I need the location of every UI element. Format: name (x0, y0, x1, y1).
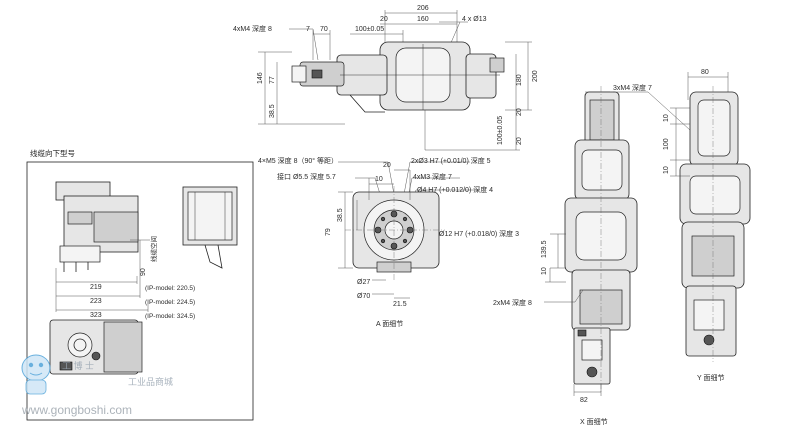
cable-dim-323: 323 (90, 312, 102, 319)
watermark-mascot-text: 工 博 士 (62, 360, 94, 371)
a-dim-20: 20 (383, 162, 391, 169)
a-callout-m3: 4xM3 深度 7 (413, 172, 452, 181)
watermark-url: www.gongboshi.com (21, 403, 132, 417)
top-dim-20b: 20 (516, 108, 523, 116)
watermark-brand: 工业品商城 (128, 376, 173, 387)
cable-model-3: (IP-model: 324.5) (145, 313, 195, 320)
top-dim-180: 180 (516, 74, 523, 86)
x-dim-1395: 139.5 (541, 240, 548, 258)
x-dim-10: 10 (541, 267, 548, 275)
top-dim-100b: 100±0.05 (497, 116, 504, 145)
x-dim-82: 82 (580, 397, 588, 404)
cable-model-2: (IP-model: 224.5) (145, 299, 195, 306)
watermark: 工 博 士 工业品商城 www.gongboshi.com (21, 354, 173, 417)
a-callout-d3: 2xØ3 H7 (+0.01/0) 深度 5 (411, 156, 491, 165)
top-dim-385: 38.5 (269, 104, 276, 118)
top-dim-20a: 20 (380, 16, 388, 23)
y-dim-10a: 10 (663, 114, 670, 122)
top-callout-tapped: 4xM4 深度 8 (233, 24, 272, 33)
a-dim-70: Ø70 (357, 293, 370, 300)
a-dim-215: 21.5 (393, 301, 407, 308)
a-callout-port: 接口 Ø5.5 深度 5.7 (277, 172, 336, 181)
top-dim-77: 77 (269, 76, 276, 84)
cable-dim-90: 90 (140, 268, 147, 276)
y-callout: 3xM4 深度 7 (613, 83, 652, 92)
cable-view: 线缆向下型号 90 线缆空间 219 223 (26, 148, 254, 421)
mascot-logo (21, 354, 51, 395)
x-caption: X 面细节 (580, 417, 608, 426)
a-callout-d4: Ø4 H7 (+0.012/0) 深度 4 (417, 185, 493, 194)
top-dim-200: 200 (532, 70, 539, 82)
top-dim-7: 7 (306, 26, 310, 33)
y-dim-100: 100 (663, 138, 670, 150)
a-dim-27: Ø27 (357, 279, 370, 286)
top-dim-146: 146 (257, 72, 264, 84)
cable-side-text: 线缆空间 (149, 236, 158, 262)
a-callout-d12: Ø12 H7 (+0.018/0) 深度 3 (439, 229, 519, 238)
top-dim-20c: 20 (516, 137, 523, 145)
a-callout-m5: 4×M5 深度 8（90° 等距） (258, 156, 338, 165)
a-dim-10: 10 (375, 176, 383, 183)
top-dim-100: 100±0.05 (355, 26, 384, 33)
a-dim-79: 79 (325, 228, 332, 236)
top-dim-206: 206 (417, 5, 429, 12)
a-dim-385: 38.5 (337, 208, 344, 222)
cable-dim-223: 223 (90, 298, 102, 305)
top-dim-70: 70 (320, 26, 328, 33)
top-dim-160: 160 (417, 16, 429, 23)
y-dim-10b: 10 (663, 166, 670, 174)
a-view: 4×M5 深度 8（90° 等距） 接口 Ø5.5 深度 5.7 2xØ3 H7… (258, 156, 519, 328)
y-dim-80: 80 (701, 69, 709, 76)
x-view: 10 139.5 82 2xM4 深度 8 X 面细节 (493, 86, 638, 426)
cable-model-1: (IP-model: 220.5) (145, 285, 195, 292)
top-callout-holes: 4 x Ø13 (462, 16, 487, 23)
y-caption: Y 面细节 (697, 373, 725, 382)
a-caption: A 面细节 (376, 319, 403, 328)
top-view: 4xM4 深度 8 7 70 100±0.05 20 160 206 4 x Ø… (233, 5, 539, 151)
cable-view-frame (26, 161, 254, 421)
cable-view-title: 线缆向下型号 (30, 148, 75, 158)
y-view: 3xM4 深度 7 80 10 100 10 Y 面细节 (613, 69, 751, 382)
cable-dim-219: 219 (90, 284, 102, 291)
x-callout-m4: 2xM4 深度 8 (493, 298, 532, 307)
